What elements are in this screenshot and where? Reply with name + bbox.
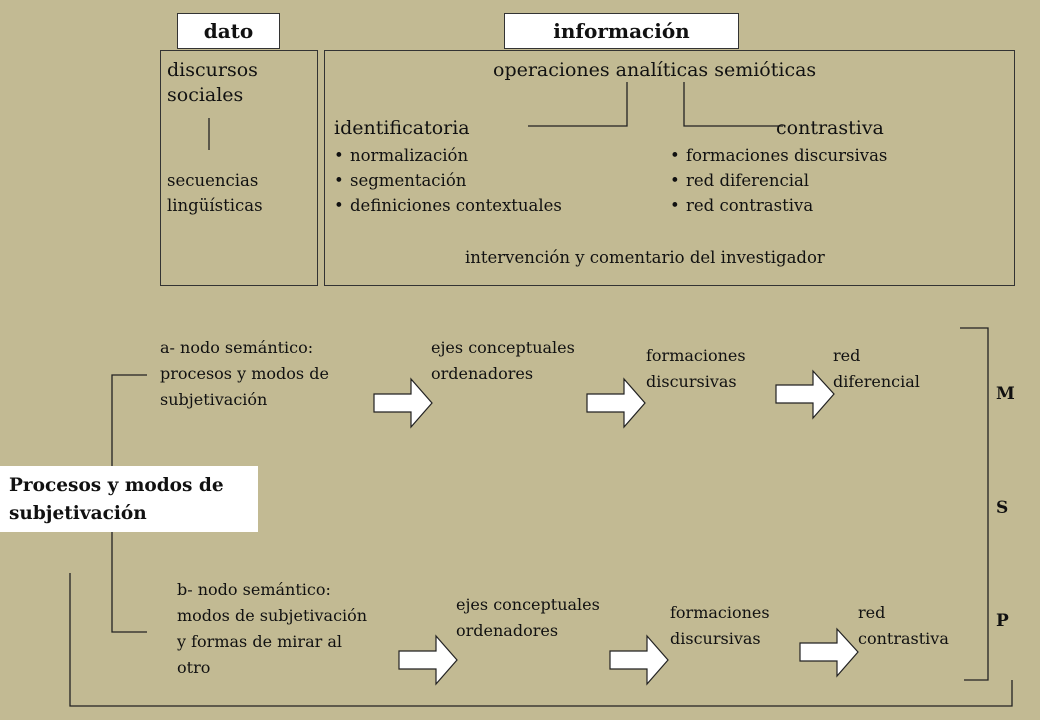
red-b-text: red contrastiva — [858, 603, 949, 648]
dato-box — [160, 50, 318, 286]
dato-bottom-text: secuencias lingüísticas — [167, 171, 263, 215]
arrow-icon — [373, 377, 433, 429]
list-item: •formaciones discursivas — [670, 146, 888, 165]
msp-letter-m: M — [996, 384, 1015, 404]
list-item: •segmentación — [334, 171, 467, 190]
identificatoria-connector — [528, 82, 628, 127]
arrow-icon — [609, 634, 669, 686]
ejes-b-text: ejes conceptuales ordenadores — [456, 595, 600, 640]
identificatoria-heading: identificatoria — [334, 117, 470, 139]
dato-top-text: discursos sociales — [167, 59, 258, 106]
bracket-lower — [111, 532, 147, 633]
arrow-icon — [775, 369, 835, 420]
right-items-list: •formaciones discursivas •red diferencia… — [670, 143, 887, 218]
informacion-box — [324, 50, 1015, 286]
list-item: •red diferencial — [670, 171, 810, 190]
formaciones-b-text: formaciones discursivas — [670, 603, 770, 648]
node-a-text: a- nodo semántico: procesos y modos de s… — [160, 338, 329, 409]
arrow-icon — [799, 627, 859, 678]
loop-line — [69, 573, 1013, 707]
process-box: Procesos y modos de subjetivación — [0, 466, 258, 532]
red-a-text: red diferencial — [833, 346, 920, 391]
contrastiva-heading: contrastiva — [776, 117, 884, 139]
left-items-list: •normalización •segmentación •definicion… — [334, 143, 562, 218]
list-item: •definiciones contextuales — [334, 196, 562, 215]
ejes-a-text: ejes conceptuales ordenadores — [431, 338, 575, 383]
arrow-icon — [586, 377, 646, 429]
info-title: operaciones analíticas semióticas — [493, 59, 817, 81]
info-footer: intervención y comentario del investigad… — [465, 248, 825, 267]
list-item: •normalización — [334, 146, 469, 165]
node-b-text: b- nodo semántico: modos de subjetivació… — [177, 580, 368, 677]
msp-letter-s: S — [996, 498, 1009, 518]
tab-informacion: información — [504, 13, 739, 49]
formaciones-a-text: formaciones discursivas — [646, 346, 746, 391]
msp-bracket — [960, 327, 989, 681]
bracket-upper — [111, 374, 147, 466]
arrow-icon — [398, 634, 458, 686]
tab-dato: dato — [177, 13, 280, 49]
contrastiva-connector — [683, 82, 783, 127]
list-item: •red contrastiva — [670, 196, 814, 215]
msp-letter-p: P — [996, 611, 1009, 631]
